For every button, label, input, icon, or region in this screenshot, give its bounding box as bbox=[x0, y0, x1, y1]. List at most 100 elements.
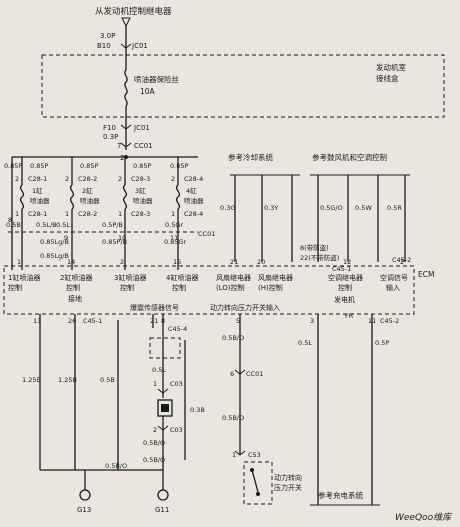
svg-text:0.5L: 0.5L bbox=[56, 221, 70, 229]
svg-text:12: 12 bbox=[343, 258, 351, 266]
svg-text:4缸: 4缸 bbox=[186, 186, 197, 195]
svg-text:1: 1 bbox=[232, 451, 236, 459]
conn-b10-label: B10 bbox=[97, 42, 111, 50]
svg-text:0.5B: 0.5B bbox=[6, 221, 21, 229]
svg-text:3: 3 bbox=[310, 317, 314, 325]
svg-text:21: 21 bbox=[150, 317, 158, 325]
svg-text:0.85P: 0.85P bbox=[133, 162, 151, 170]
svg-text:控制: 控制 bbox=[8, 283, 22, 292]
svg-text:2: 2 bbox=[400, 258, 404, 266]
watermark: WeeQoo维库 bbox=[395, 512, 453, 523]
ref-cooling-label: 参考冷却系统 bbox=[228, 152, 273, 162]
ecm-inj3-label: 3缸喷油器 bbox=[114, 273, 146, 282]
svg-text:喷油器: 喷油器 bbox=[30, 196, 50, 205]
pin-note: 8(带防盗) bbox=[300, 243, 329, 252]
svg-text:6: 6 bbox=[230, 370, 234, 378]
svg-text:8: 8 bbox=[8, 216, 12, 224]
wire-05bo-5: 0.5B/O bbox=[222, 414, 244, 422]
svg-text:0.85Gr: 0.85Gr bbox=[164, 238, 187, 246]
svg-text:1: 1 bbox=[118, 210, 122, 218]
svg-text:控制: 控制 bbox=[66, 283, 80, 292]
wire-05bo-4: 0.5B/O bbox=[222, 334, 244, 342]
wire-03b: 0.3B bbox=[190, 406, 205, 414]
svg-text:1缸: 1缸 bbox=[32, 186, 43, 195]
wire-125b-2: 1.25B bbox=[58, 376, 77, 384]
svg-text:喷油器: 喷油器 bbox=[80, 196, 100, 205]
ground-g11-label: G11 bbox=[155, 506, 169, 514]
svg-text:C28-4: C28-4 bbox=[184, 210, 203, 218]
ecm-ground-label: 接地 bbox=[68, 294, 82, 303]
svg-text:控制: 控制 bbox=[172, 283, 186, 292]
svg-text:0.5P/B: 0.5P/B bbox=[102, 221, 123, 229]
ecm-knock-label: 爆震传感器信号 bbox=[130, 303, 179, 312]
injector-3: 0.85P 2 C28-3 3缸 喷油器 1 C28-3 0.5P/B 0.85… bbox=[102, 157, 153, 270]
charging-ref-label: 参考充电系统 bbox=[318, 490, 363, 500]
svg-text:1: 1 bbox=[15, 210, 19, 218]
source-arrow-icon bbox=[121, 17, 131, 28]
engine-box-label: 发动机室 bbox=[376, 62, 406, 72]
cc01-mid-label: CC01 bbox=[198, 230, 215, 238]
svg-text:1: 1 bbox=[65, 210, 69, 218]
ecm-ac-signal-label: 空调信号 bbox=[380, 273, 408, 282]
svg-text:C45-4: C45-4 bbox=[168, 325, 187, 333]
svg-text:C28-4: C28-4 bbox=[184, 175, 203, 183]
injector-4-coil-icon bbox=[175, 184, 181, 210]
bus-wire-left-label: 0.85P bbox=[4, 162, 22, 170]
wire-f10-label: 0.3P bbox=[103, 133, 118, 141]
svg-text:20: 20 bbox=[257, 258, 265, 266]
svg-text:控制: 控制 bbox=[120, 283, 134, 292]
ecm-box bbox=[3, 265, 415, 315]
svg-text:输入: 输入 bbox=[386, 283, 400, 292]
source-relay-label: 从发动机控制继电器 bbox=[95, 6, 172, 17]
svg-text:C45-1: C45-1 bbox=[332, 265, 351, 273]
svg-text:0.5Gr: 0.5Gr bbox=[165, 221, 183, 229]
ecm-inj2-label: 2缸喷油器 bbox=[60, 273, 92, 282]
svg-text:5: 5 bbox=[236, 317, 240, 325]
fuse-icon bbox=[124, 69, 128, 107]
wire-05l-b: 0.5L bbox=[298, 339, 312, 347]
fuse-rating-label: 10A bbox=[140, 87, 156, 96]
connector-b10-icon bbox=[120, 43, 132, 49]
svg-text:C28-2: C28-2 bbox=[78, 175, 97, 183]
svg-text:0.85Lg/B: 0.85Lg/B bbox=[40, 238, 69, 246]
ref-wire-4: 0.5W bbox=[355, 204, 372, 212]
svg-text:1: 1 bbox=[153, 380, 157, 388]
svg-text:2: 2 bbox=[171, 175, 175, 183]
svg-text:2缸: 2缸 bbox=[82, 186, 93, 195]
injector-1-coil-icon bbox=[19, 184, 25, 210]
svg-text:C03: C03 bbox=[170, 380, 183, 388]
connector-cc01-icon bbox=[120, 142, 132, 148]
svg-text:(H)控制: (H)控制 bbox=[258, 283, 283, 292]
injector-2-coil-icon bbox=[69, 184, 75, 210]
svg-text:0.85P: 0.85P bbox=[170, 162, 188, 170]
injector-3-coil-icon bbox=[122, 184, 128, 210]
svg-text:压力开关: 压力开关 bbox=[274, 483, 302, 492]
ecm-inj4-label: 4缸喷油器 bbox=[166, 273, 198, 282]
svg-text:2: 2 bbox=[153, 426, 157, 434]
svg-text:26: 26 bbox=[68, 317, 76, 325]
svg-text:C28-3: C28-3 bbox=[131, 175, 150, 183]
wire-125b-1: 1.25B bbox=[22, 376, 41, 384]
svg-text:22(不带防盗): 22(不带防盗) bbox=[300, 253, 339, 262]
svg-text:C45-1: C45-1 bbox=[83, 317, 102, 325]
svg-text:9: 9 bbox=[64, 234, 68, 242]
ground-g11-icon bbox=[157, 489, 169, 501]
svg-text:0.85P: 0.85P bbox=[30, 162, 48, 170]
engine-box-label-2: 接线盒 bbox=[376, 73, 399, 83]
ecm-ac-relay-label: 空调继电器 bbox=[328, 273, 363, 282]
ecm-fan-lo-label: 风扇继电器 bbox=[216, 273, 251, 282]
injector-4: 0.85P 2 C28-4 4缸 喷油器 1 C28-4 0.5Gr 0.85G… bbox=[164, 157, 204, 270]
wire-05bo-3: 0.5B/O bbox=[105, 462, 127, 470]
ecm-conn-label: C45-2 bbox=[392, 256, 411, 264]
svg-text:15: 15 bbox=[173, 258, 181, 266]
conn-jc01b-label: JC01 bbox=[133, 124, 150, 132]
wire-085lgb-label: 0.85Lg/B bbox=[40, 252, 69, 260]
ground-g13-label: G13 bbox=[77, 506, 91, 514]
ref-wire-3: 0.5G/O bbox=[320, 204, 343, 212]
svg-text:2: 2 bbox=[120, 258, 124, 266]
connector-f10-icon bbox=[120, 124, 132, 130]
ecm-label: ECM bbox=[418, 270, 434, 279]
svg-text:1: 1 bbox=[17, 258, 21, 266]
injector-1: 0.85P 2 C28-1 1缸 喷油器 1 C28-1 0.5B 0.5L/B bbox=[6, 157, 57, 270]
